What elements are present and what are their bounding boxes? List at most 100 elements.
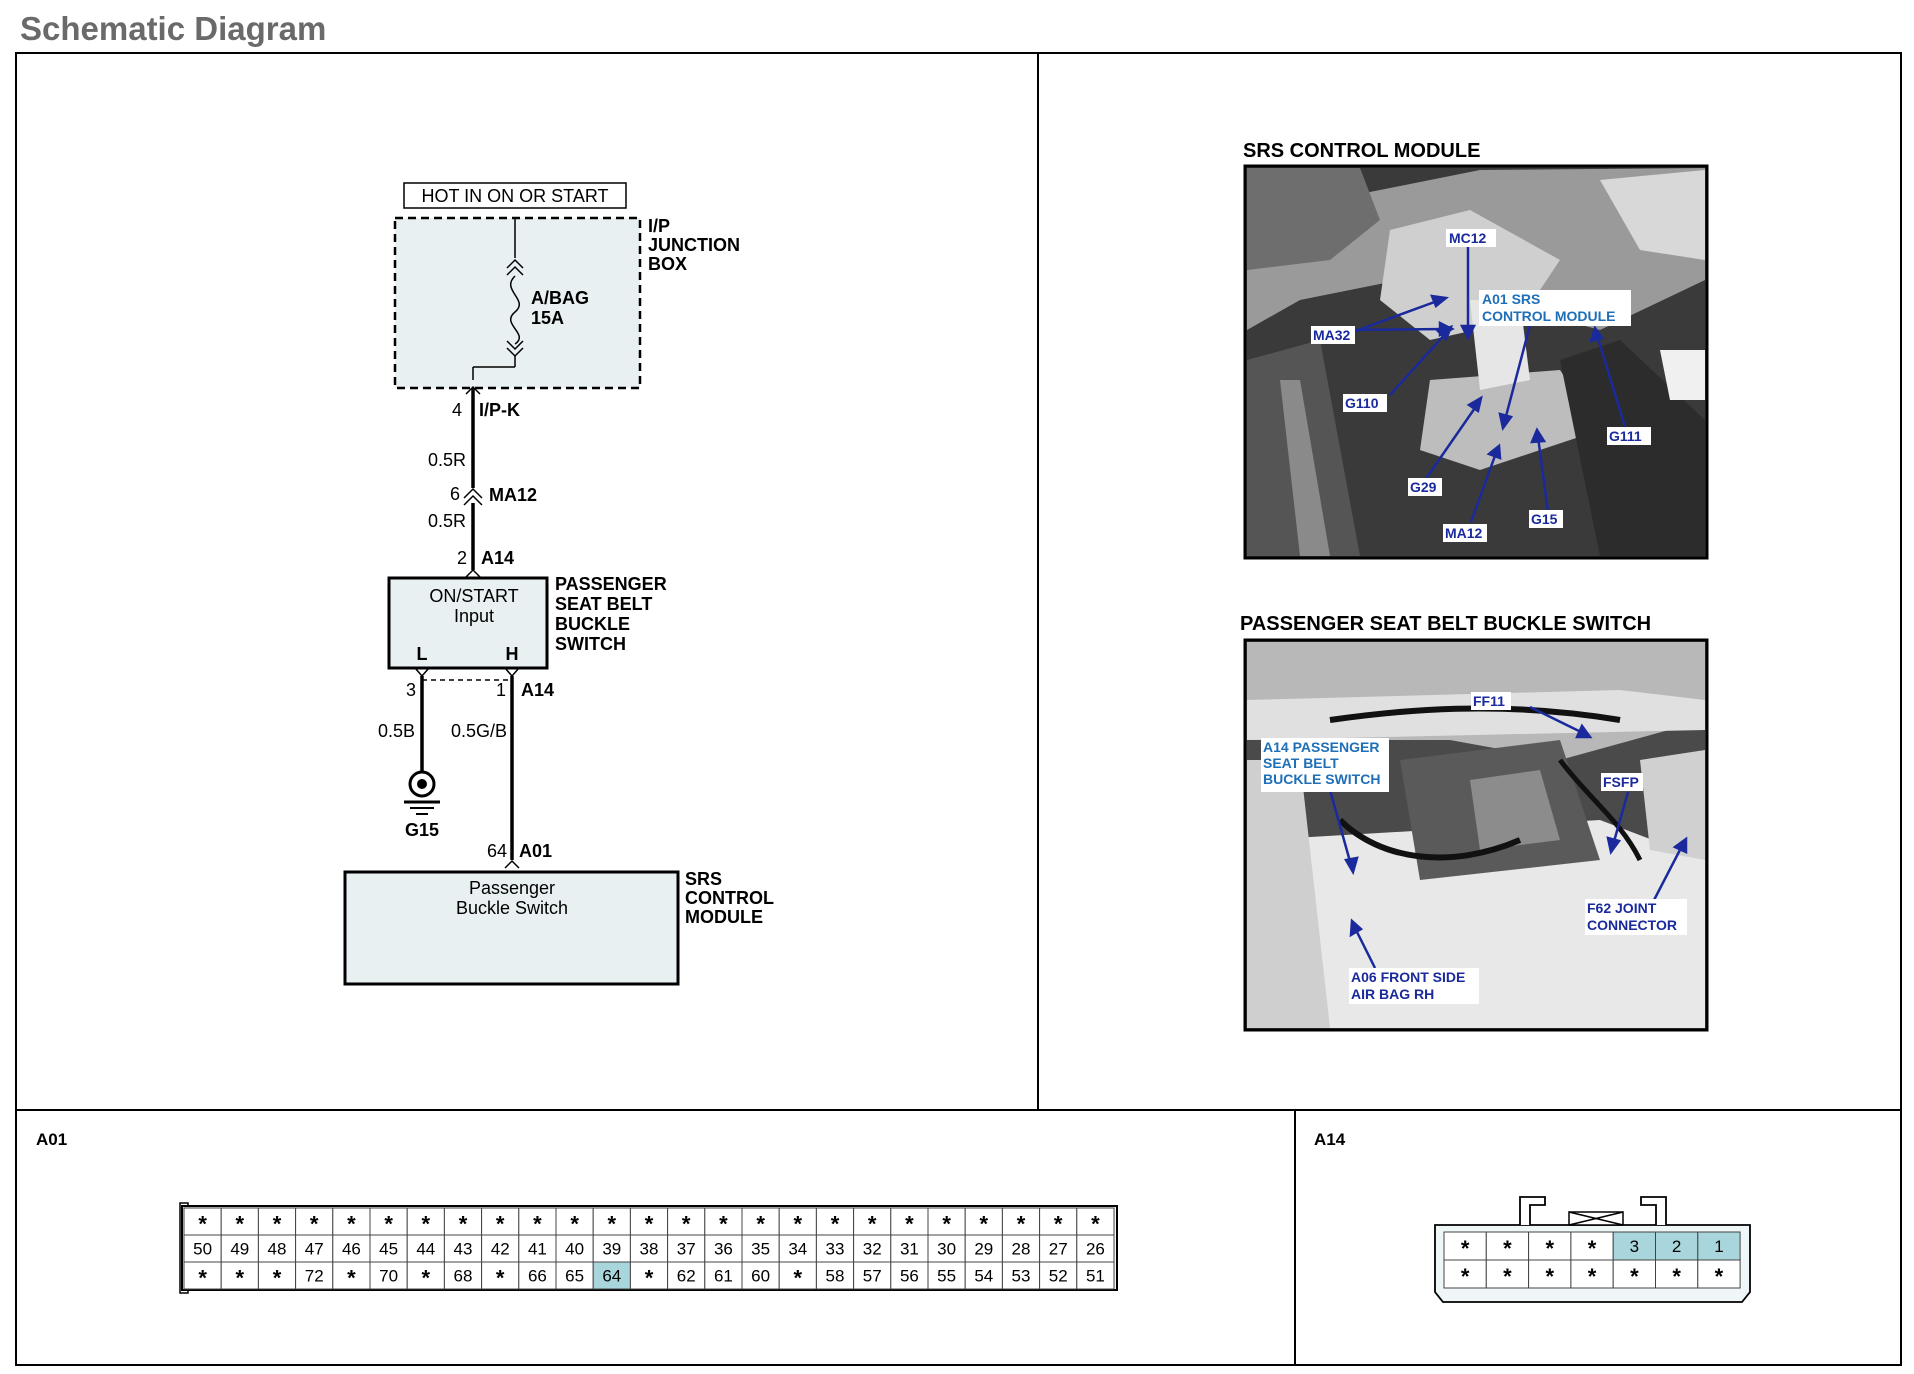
pin-label: * (645, 1266, 654, 1291)
pin-label: 66 (528, 1267, 547, 1286)
pin-cell (927, 1207, 966, 1236)
switch-input-line1: ON/START (429, 586, 518, 606)
srs-photo-arrows (1349, 243, 1627, 523)
pin-label: 37 (677, 1240, 696, 1259)
pin-cell (964, 1207, 1003, 1236)
pin-label: * (608, 1212, 617, 1237)
pin-cell (1076, 1234, 1115, 1263)
pin-label: * (1672, 1264, 1681, 1289)
pin-label: * (905, 1212, 914, 1237)
pin-label: * (831, 1212, 840, 1237)
seatbelt-photo: PASSENGER SEAT BELT BUCKLE SWITCH (1240, 613, 1709, 1032)
pin-label: 60 (751, 1267, 770, 1286)
pin-cell (1528, 1259, 1572, 1289)
a14-latch-left (1519, 1196, 1546, 1225)
pin-cell (890, 1261, 929, 1290)
fuse-name: A/BAG (531, 288, 589, 308)
label-a14-line2: SEAT BELT (1263, 755, 1339, 771)
pin-label: 46 (342, 1240, 361, 1259)
pin-label: 70 (379, 1267, 398, 1286)
pin-label: * (422, 1212, 431, 1237)
pin-cell (815, 1207, 855, 1236)
ground-icon (404, 770, 440, 815)
pin-cell (443, 1207, 483, 1236)
pin-cell (741, 1261, 780, 1290)
pin-label: 54 (974, 1267, 993, 1286)
pin-label: * (198, 1212, 207, 1237)
junction-box-name: I/P JUNCTION BOX (648, 216, 740, 274)
switch-pin-h: H (506, 644, 519, 664)
pin-left: 3 (406, 680, 416, 700)
pin-cell (704, 1207, 743, 1236)
label-g111: G111 (1609, 428, 1642, 444)
pin-label: 31 (900, 1240, 919, 1259)
pin-cell (481, 1234, 520, 1263)
pin-label: 44 (416, 1240, 435, 1259)
pin-cell (1697, 1259, 1741, 1289)
switch-pin-l: L (417, 644, 428, 664)
pin-label: 3 (1630, 1237, 1639, 1256)
pin-label: 55 (937, 1267, 956, 1286)
pin-label: * (794, 1266, 803, 1291)
pin-cell (629, 1234, 669, 1263)
pin-cell (220, 1261, 259, 1290)
srs-photo-labels: MC12 A01 SRS CONTROL MODULE MA32 G110 G1… (1311, 229, 1651, 542)
pin-cell (1076, 1207, 1115, 1236)
pin-cell (1443, 1231, 1487, 1261)
pin-label: 42 (491, 1240, 510, 1259)
label-a01-line2: CONTROL MODULE (1482, 308, 1616, 324)
fuse-label: A/BAG 15A (531, 288, 589, 328)
pin-cell (295, 1234, 334, 1263)
pin-right: 1 (496, 680, 506, 700)
buckle-switch-box (387, 576, 549, 670)
switch-input-line2: Input (454, 606, 494, 626)
junction-box-name-line1: I/P (648, 216, 670, 236)
seatbelt-photo-title: PASSENGER SEAT BELT BUCKLE SWITCH (1240, 613, 1651, 635)
pin-label: 72 (305, 1267, 324, 1286)
lower-labels: 3 1 A14 0.5B 0.5G/B 64 A01 G15 (378, 680, 554, 861)
pin-label: 2 (1672, 1237, 1681, 1256)
pin-cell (1612, 1231, 1656, 1261)
pin-label: * (1630, 1264, 1639, 1289)
seatbelt-photo-arrows (1328, 705, 1688, 969)
pin-label: 30 (937, 1240, 956, 1259)
a14-bottom-name: A14 (521, 680, 554, 700)
wire-color-right: 0.5G/B (451, 721, 507, 741)
pin-cell (667, 1207, 706, 1236)
seatbelt-photo-labels: FF11 A14 PASSENGER SEAT BELT BUCKLE SWIT… (1261, 692, 1687, 1004)
switch-text: ON/START Input L H (417, 586, 519, 664)
pin-label: * (459, 1212, 468, 1237)
label-g110: G110 (1345, 395, 1379, 411)
pin-label: * (942, 1212, 951, 1237)
pin-label: 56 (900, 1267, 919, 1286)
terminal-marks (463, 385, 483, 578)
label-ma32: MA32 (1313, 327, 1351, 343)
module-name-line3: MODULE (685, 907, 763, 927)
pin-cell (481, 1207, 520, 1236)
pin-cell (592, 1261, 631, 1290)
pin-label: * (533, 1212, 542, 1237)
a14-top-name: A14 (481, 548, 514, 568)
label-a06-line2: AIR BAG RH (1351, 986, 1434, 1002)
label-a06-line1: A06 FRONT SIDE (1351, 969, 1465, 985)
pin-label: 33 (826, 1240, 845, 1259)
module-name: SRS CONTROL MODULE (685, 869, 774, 927)
pin-cell (815, 1261, 855, 1290)
pin-cell (1039, 1234, 1078, 1263)
pin-label: * (980, 1212, 989, 1237)
pin-cell (853, 1234, 892, 1263)
pin-cell (183, 1261, 222, 1290)
switch-name: PASSENGER SEAT BELT BUCKLE SWITCH (555, 574, 667, 654)
ipk-pin: 4 (452, 400, 462, 420)
module-text: Passenger Buckle Switch (456, 878, 568, 918)
pin-label: * (347, 1266, 356, 1291)
pin-label: 49 (230, 1240, 249, 1259)
pin-label: 38 (640, 1240, 659, 1259)
pin-label: * (496, 1266, 505, 1291)
pin-label: 28 (1012, 1240, 1031, 1259)
pin-label: * (1588, 1236, 1597, 1261)
srs-photo-image (1247, 168, 1705, 556)
pin-label: * (868, 1212, 877, 1237)
pin-label: * (1545, 1236, 1554, 1261)
